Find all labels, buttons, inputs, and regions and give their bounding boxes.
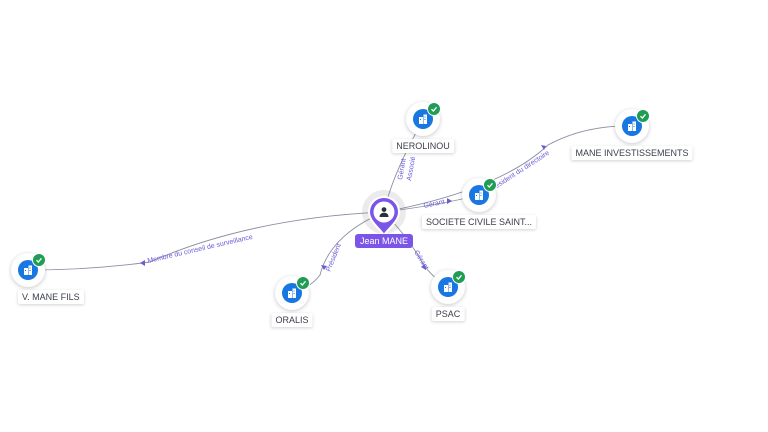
verified-check-icon	[32, 253, 46, 267]
company-building-icon	[469, 185, 489, 205]
verified-check-icon	[452, 270, 466, 284]
edge-label-gerant-societe-civile: Gérant	[423, 199, 445, 210]
arrow-oralis	[321, 265, 327, 270]
edge-mane-investissements	[383, 125, 633, 213]
edge-label-associe-nerolinou: Associé	[406, 156, 417, 181]
arrow-societe-civile	[447, 198, 452, 204]
company-building-icon	[18, 260, 38, 280]
company-building-icon	[622, 116, 642, 136]
arrow-mane-fils	[140, 260, 145, 266]
company-building-icon	[413, 109, 433, 129]
verified-check-icon	[636, 109, 650, 123]
company-name: NEROLINOU	[392, 139, 454, 153]
company-name: PSAC	[431, 307, 465, 321]
company-name: MANE INVESTISSEMENTS	[571, 146, 693, 160]
company-building-icon	[282, 283, 302, 303]
edge-label-gerant-nerolinou: Gérant	[397, 158, 408, 180]
person-name: Jean MANE	[354, 234, 414, 248]
arrow-psac	[421, 264, 426, 270]
verified-check-icon	[483, 178, 497, 192]
company-name: ORALIS	[271, 313, 313, 327]
edge-label-gerant-psac: Gérant	[412, 249, 429, 271]
verified-check-icon	[427, 102, 441, 116]
company-building-icon	[438, 277, 458, 297]
company-name: V. MANE FILS	[18, 290, 84, 304]
company-name: SOCIETE CIVILE SAINT...	[421, 215, 537, 229]
arrow-president-directoire	[541, 145, 546, 150]
edge-label-president-oralis: Président	[325, 243, 343, 273]
verified-check-icon	[296, 276, 310, 290]
edge-label-president-directoire: Président du directoire	[488, 150, 551, 194]
edge-label-membre-surveillance: Membre du conseil de surveillance	[147, 234, 254, 265]
edge-mane-fils	[29, 211, 385, 271]
user-icon	[379, 207, 389, 217]
